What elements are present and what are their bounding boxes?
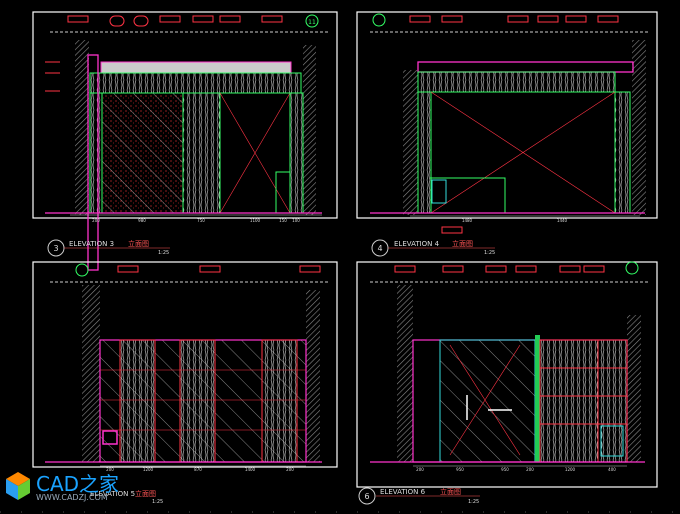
- right-wall: [306, 290, 320, 462]
- ceiling-trim: [100, 61, 292, 74]
- right-wall: [627, 315, 641, 462]
- svg-text:1:25: 1:25: [484, 250, 495, 256]
- svg-text:4: 4: [377, 244, 382, 253]
- svg-text:ELEVATION 5: ELEVATION 5: [90, 490, 135, 498]
- svg-text:150: 150: [279, 218, 287, 223]
- svg-text:200: 200: [286, 467, 294, 472]
- cabinet: [600, 425, 624, 457]
- wood-panels: [539, 339, 628, 463]
- elevation-5-title: ELEVATION 5 立面图 1:25: [90, 489, 163, 505]
- svg-text:400: 400: [608, 467, 616, 472]
- svg-text:1100: 1100: [250, 218, 261, 223]
- svg-text:1:25: 1:25: [152, 499, 163, 505]
- svg-text:100: 100: [292, 218, 300, 223]
- viewport-frame: [32, 11, 338, 219]
- dimension-labels: 200 980 750 1100 150 100: [92, 218, 300, 223]
- elevation-3-panel[interactable]: 11 200 980 750 1100 150 100: [32, 11, 338, 271]
- left-wall: [75, 40, 89, 215]
- svg-text:1480: 1480: [462, 218, 473, 223]
- right-wall: [303, 45, 316, 215]
- elevation-6-panel[interactable]: 200 950 950 200 1200 400: [356, 261, 658, 488]
- elevation-4-title: 4 ELEVATION 4 立面图 1:25: [371, 239, 495, 257]
- tags-row: [117, 265, 321, 273]
- svg-text:立面图: 立面图: [128, 239, 149, 248]
- left-wall: [82, 285, 100, 462]
- viewport-frame: [356, 11, 658, 219]
- svg-text:200: 200: [526, 467, 534, 472]
- svg-text:6: 6: [364, 492, 369, 501]
- wood-panel: [182, 92, 221, 214]
- right-wall: [632, 40, 646, 215]
- elevation-4-panel[interactable]: 1480 1440: [356, 11, 658, 234]
- elevation-3-title: 3 ELEVATION 3 立面图 1:25: [47, 239, 170, 257]
- svg-text:1200: 1200: [143, 467, 154, 472]
- elevation-5-panel[interactable]: 200 1200 870 1400 200: [32, 261, 338, 472]
- tags-row: [394, 265, 605, 273]
- svg-text:950: 950: [501, 467, 509, 472]
- svg-text:立面图: 立面图: [452, 239, 473, 248]
- svg-text:870: 870: [194, 467, 202, 472]
- cad-logo-icon: [6, 472, 30, 500]
- opening-cross: [430, 91, 616, 214]
- wood-band: [89, 72, 302, 94]
- grid-marker: [625, 261, 639, 275]
- glass-partition: [535, 335, 540, 462]
- glass-doors: [439, 339, 536, 463]
- svg-text:980: 980: [138, 218, 146, 223]
- svg-text:1:25: 1:25: [468, 499, 479, 505]
- svg-text:ELEVATION 6: ELEVATION 6: [380, 488, 426, 496]
- svg-text:1:25: 1:25: [158, 250, 169, 256]
- svg-text:950: 950: [456, 467, 464, 472]
- dimension-labels: 1480 1440: [462, 218, 568, 223]
- svg-text:200: 200: [106, 467, 114, 472]
- left-wall: [403, 70, 418, 215]
- svg-text:1400: 1400: [245, 467, 256, 472]
- elevation-6-title: 6 ELEVATION 6 立面图 1:25: [358, 487, 480, 505]
- door-opening: [219, 92, 291, 214]
- counter: [430, 177, 506, 213]
- watermark-url: WWW.CADZJ.COM: [36, 493, 108, 502]
- tags-row: [409, 15, 619, 23]
- left-wall: [397, 285, 413, 462]
- grid-marker: [372, 13, 386, 27]
- grid-marker-label: 11: [308, 19, 316, 26]
- wood-band: [417, 71, 616, 93]
- dimension-labels: 200 1200 870 1400 200: [106, 467, 294, 472]
- watermark: CAD之家 WWW.CADZJ.COM: [6, 470, 166, 510]
- svg-text:ELEVATION 4: ELEVATION 4: [394, 240, 440, 248]
- dimension-labels: 200 950 950 200 1200 400: [416, 467, 616, 472]
- svg-text:1440: 1440: [557, 218, 568, 223]
- viewport-frame: [32, 261, 338, 468]
- svg-text:200: 200: [92, 218, 100, 223]
- outlet-box: [102, 430, 118, 445]
- watermark-brand: CAD之家: [36, 472, 120, 496]
- svg-text:3: 3: [53, 244, 58, 253]
- svg-text:ELEVATION 3: ELEVATION 3: [69, 240, 114, 248]
- side-column: [89, 92, 103, 214]
- grid-marker: [305, 14, 319, 28]
- svg-text:750: 750: [197, 218, 205, 223]
- grid-marker: [75, 263, 89, 277]
- svg-text:200: 200: [416, 467, 424, 472]
- tags-row: [67, 15, 283, 27]
- svg-text:立面图: 立面图: [135, 489, 156, 498]
- svg-text:立面图: 立面图: [440, 487, 461, 496]
- svg-text:1200: 1200: [565, 467, 576, 472]
- viewport-frame: [356, 261, 658, 488]
